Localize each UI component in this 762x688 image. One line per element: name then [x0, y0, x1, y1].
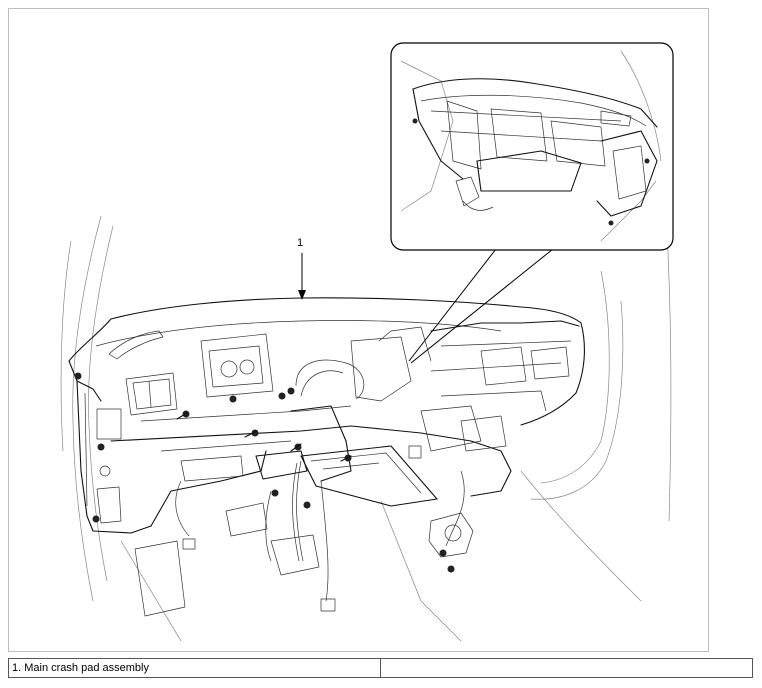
detail-inset [390, 42, 674, 251]
crash-pad-assembly [68, 297, 585, 612]
legend-table: 1. Main crash pad assembly [8, 658, 753, 678]
crash-pad-diagram: 1 [60, 42, 674, 642]
detail-leader-lines [408, 248, 554, 364]
legend-empty-cell [380, 658, 753, 678]
legend-item-1: 1. Main crash pad assembly [8, 658, 381, 678]
legend-row: 1. Main crash pad assembly [8, 658, 753, 678]
callout-1: 1 [297, 237, 306, 300]
figure-frame: 1 [8, 8, 709, 652]
detail-inset-drawing [400, 50, 662, 242]
mounting-bolts [74, 372, 455, 573]
callout-number: 1 [297, 237, 303, 249]
floor-mats [134, 502, 320, 617]
